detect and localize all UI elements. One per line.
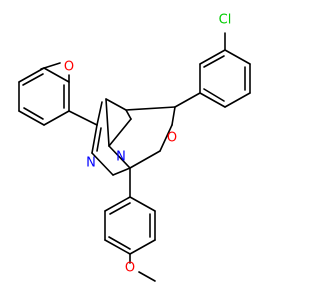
bond [18, 67, 45, 83]
bond [224, 92, 251, 108]
bond [96, 101, 103, 126]
bond [108, 145, 131, 169]
atom-label-n-bottom: N [86, 156, 96, 171]
bond [112, 167, 131, 176]
bond [104, 196, 131, 212]
bond [199, 92, 226, 108]
bond [138, 271, 156, 282]
atom-label-o-methoxy-top: O [64, 60, 74, 75]
bond [159, 124, 173, 152]
atom-label-cl: Cl [219, 13, 232, 28]
bond [43, 67, 70, 83]
bond [91, 124, 98, 154]
bond [68, 110, 98, 126]
bond [174, 92, 201, 108]
bond [105, 98, 110, 147]
atom-label-layer: Cl O N N O O [64, 13, 231, 276]
atom-label-n-top: N [116, 150, 126, 165]
bond [40, 62, 61, 70]
bond [96, 127, 102, 152]
bond [129, 239, 156, 255]
bond [199, 49, 226, 65]
bond [91, 152, 114, 176]
background [0, 0, 300, 300]
bond [108, 236, 131, 250]
bond [43, 110, 70, 126]
bond [23, 107, 44, 120]
bond [109, 202, 131, 215]
bond [18, 110, 45, 126]
atom-label-o-methoxy-bottom: O [125, 261, 135, 276]
bond [171, 106, 176, 126]
bond [129, 196, 156, 212]
bond [203, 88, 225, 102]
bond [108, 118, 132, 147]
bond [203, 55, 225, 68]
bond [129, 150, 161, 169]
atom-label-o-ring: O [167, 131, 177, 146]
chemical-structure: Cl O N N O O [0, 0, 300, 300]
bond [105, 98, 127, 111]
bond [22, 73, 44, 86]
bond [104, 239, 131, 255]
bond [125, 106, 176, 111]
bond-layer [18, 32, 251, 282]
bond [125, 109, 132, 120]
bond [224, 49, 251, 65]
